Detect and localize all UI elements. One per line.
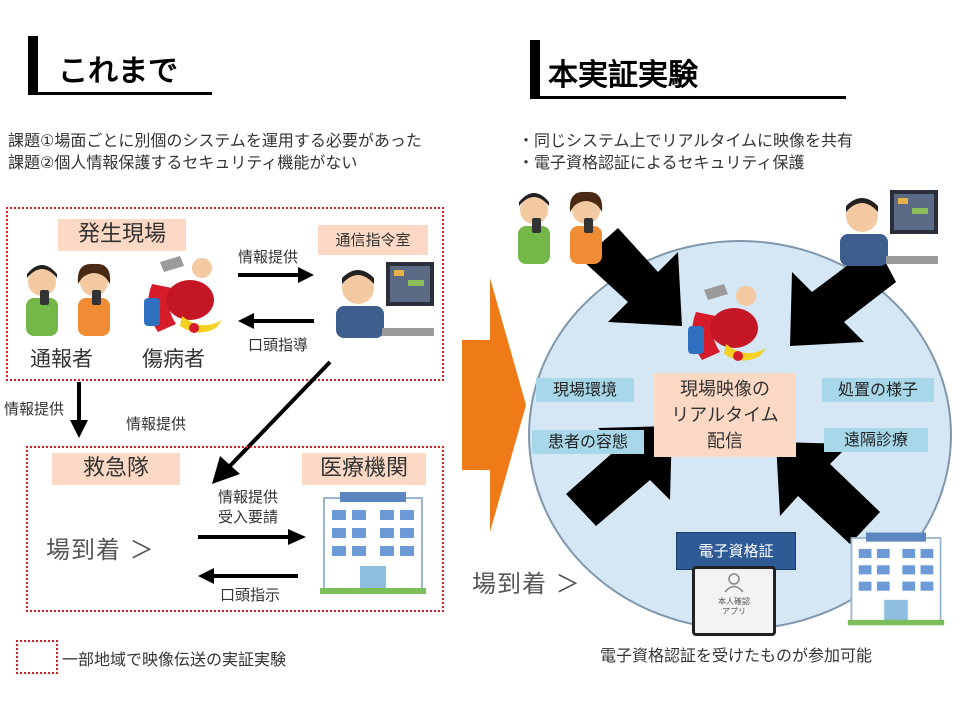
right-heading: 本実証実験 <box>548 58 698 93</box>
issue-2: 課題②個人情報保護するセキュリティ機能がない <box>8 153 358 172</box>
info-accept-line-2: 受入要請 <box>218 508 279 526</box>
patient-label: 傷病者 <box>142 347 205 371</box>
realtime-delivery-box: 現場映像の リアルタイム 配信 <box>654 373 796 457</box>
scene-dashed-box <box>6 207 444 381</box>
realtime-line-3: 配信 <box>707 431 743 452</box>
right-hospital-illustration <box>847 532 945 626</box>
right-arrival-text: 場到着 ＞ <box>472 570 581 598</box>
realtime-line-2: リアルタイム <box>671 405 779 426</box>
verbal-instruction-label: 口頭指示 <box>220 586 281 604</box>
bottom-note: 電子資格認証を受けたものが参加可能 <box>600 646 873 665</box>
realtime-line-1: 現場映像の <box>680 379 770 400</box>
ambulance-label: 救急隊 <box>52 453 180 485</box>
tag-remote-diagnosis: 遠隔診療 <box>824 428 928 452</box>
transition-arrow <box>462 278 526 532</box>
info-provide-arrow-right <box>238 267 314 283</box>
tag-patient-state: 患者の容態 <box>532 430 644 454</box>
info-provide-mid-label: 情報提供 <box>126 415 187 433</box>
left-heading: これまで <box>58 54 178 89</box>
reporter-label: 通報者 <box>30 347 93 371</box>
card-text-1: 本人確認 <box>718 597 750 606</box>
bullet-1: ・同じシステム上でリアルタイムに映像を共有 <box>518 131 854 150</box>
bullet-2: ・電子資格認証によるセキュリティ保護 <box>518 153 805 172</box>
operator-illustration <box>336 262 434 338</box>
verbal-guidance-label: 口頭指導 <box>248 336 309 354</box>
inflow-arrows <box>566 228 896 544</box>
info-provide-top-label: 情報提供 <box>238 248 299 266</box>
verbal-instruction-arrow-left <box>198 568 298 584</box>
legend-dashed-swatch <box>16 640 58 674</box>
ambulance-arrival-text: 場到着 ＞ <box>46 536 155 564</box>
info-provide-left-label: 情報提供 <box>4 400 65 418</box>
cert-box: 電子資格証 <box>676 532 796 570</box>
hospital-building-illustration <box>320 492 426 594</box>
info-accept-arrow-right <box>198 529 306 545</box>
card-text-2: アプリ <box>722 607 746 616</box>
command-room-label: 通信指令室 <box>318 225 428 255</box>
ambulance-dashed-box <box>26 446 444 612</box>
info-provide-down-arrow <box>70 382 88 438</box>
right-operator-illustration <box>840 190 938 266</box>
reporter-people-illustration <box>26 263 111 336</box>
issue-1: 課題①場面ごとに別個のシステムを運用する必要があった <box>8 131 422 150</box>
tag-site-environment: 現場環境 <box>536 378 634 402</box>
right-patient-illustration <box>688 284 766 361</box>
verbal-guidance-arrow-left <box>238 313 314 329</box>
right-heading-bar <box>530 40 540 98</box>
legend-text: 一部地域で映像伝送の実証実験 <box>62 650 287 669</box>
tag-treatment: 処置の様子 <box>822 378 934 402</box>
patient-illustration <box>144 256 222 333</box>
info-accept-line-1: 情報提供 <box>218 488 279 506</box>
hospital-label: 医療機関 <box>302 453 426 485</box>
person-id-icon <box>724 573 744 593</box>
right-heading-underline <box>530 96 846 99</box>
diagonal-arrow-to-ambulance <box>212 360 332 484</box>
left-heading-bar <box>28 36 38 94</box>
scene-label: 発生現場 <box>58 219 186 251</box>
left-heading-underline <box>28 92 212 95</box>
cert-card: 本人確認 アプリ <box>692 566 776 636</box>
right-people-illustration <box>518 191 603 264</box>
